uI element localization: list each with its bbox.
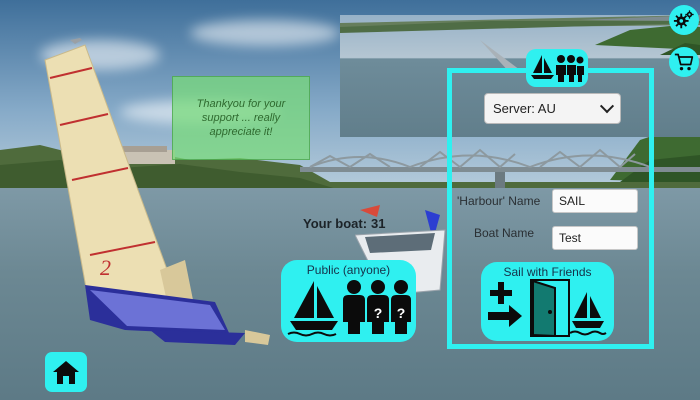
bridge <box>300 148 700 192</box>
chevron-down-icon <box>599 98 615 113</box>
public-button[interactable]: Public (anyone) ? ? <box>281 260 416 342</box>
your-boat-prefix: Your boat: <box>303 216 368 231</box>
shop-button[interactable] <box>669 47 699 77</box>
boat-name-label: Boat Name <box>474 226 535 240</box>
sailboat-group-icon <box>531 55 584 82</box>
preview-camera <box>340 15 700 137</box>
settings-button[interactable] <box>669 5 699 35</box>
toast-message: Thankyou for your support ... really app… <box>197 97 286 139</box>
toast-line: support ... really <box>201 112 281 124</box>
toast-line: Thankyou for your <box>196 98 286 110</box>
svg-text:2: 2 <box>100 255 111 280</box>
server-select-value: Server: AU <box>493 101 556 116</box>
player-sailboat: 2 <box>44 38 270 345</box>
server-select[interactable]: Server: AU <box>484 93 621 124</box>
cloud <box>190 20 340 46</box>
your-boat-number: 31 <box>371 216 386 231</box>
home-button[interactable] <box>45 352 87 392</box>
join-door-sailboat-icon <box>488 279 607 338</box>
svg-text:?: ? <box>397 305 406 321</box>
shopping-cart-icon <box>674 53 694 71</box>
svg-text:?: ? <box>374 305 383 321</box>
thankyou-toast: Thankyou for your support ... really app… <box>172 76 310 160</box>
harbour-name-input[interactable] <box>552 189 638 213</box>
sail-with-friends-label: Sail with Friends <box>503 265 592 279</box>
your-boat-label: Your boat:31 <box>303 216 386 231</box>
gear-icon <box>673 10 694 29</box>
panel-tab <box>526 49 588 87</box>
sail-with-friends-button[interactable]: Sail with Friends <box>481 262 614 341</box>
public-button-label: Public (anyone) <box>306 263 391 277</box>
toast-line: appreciate it! <box>209 126 273 138</box>
sailboat-crowd-icon: ? ? <box>287 280 411 337</box>
home-icon <box>53 361 79 384</box>
boat-name-input[interactable] <box>552 226 638 250</box>
harbour-name-label: 'Harbour' Name <box>457 194 541 208</box>
